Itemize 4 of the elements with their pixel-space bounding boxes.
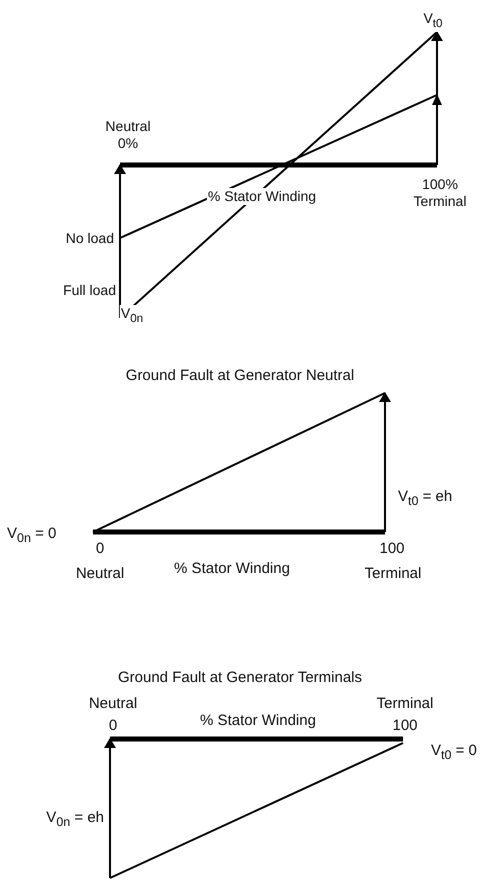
axis-title: % Stator Winding: [199, 712, 317, 729]
voltage-label: V$_{t0}$: [422, 10, 444, 32]
axis-title: % Stator Winding: [173, 560, 291, 577]
axis-title: % Stator Winding: [206, 188, 318, 205]
